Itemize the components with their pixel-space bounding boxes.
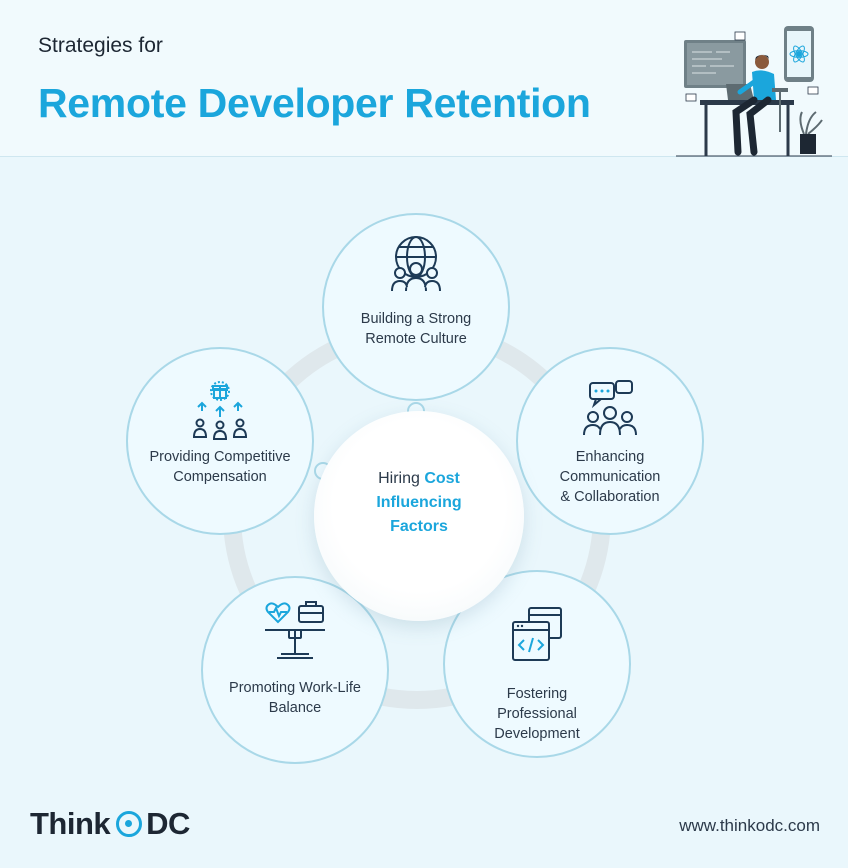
- globe-team-icon: [391, 236, 441, 292]
- node-label: Promoting Work-Life Balance: [229, 680, 361, 716]
- node-label: Fostering Professional Development: [494, 686, 580, 742]
- node-promoting-work-life-balance: Promoting Work-Life Balance: [201, 576, 389, 764]
- gift-growth-icon: [192, 381, 248, 440]
- chat-team-icon: [583, 380, 637, 436]
- logo-text-dc: DC: [146, 806, 190, 841]
- code-window-icon: [512, 607, 562, 661]
- logo-text-think: Think: [30, 806, 111, 841]
- node-label: Building a Strong Remote Culture: [360, 311, 472, 347]
- brand-logo: Think DC: [30, 806, 190, 842]
- node-building-strong-remote-culture: Building a Strong Remote Culture: [322, 213, 510, 401]
- website-url: www.thinkodc.com: [679, 816, 820, 835]
- center-line1-plain: Hiring: [378, 470, 425, 487]
- node-label: Providing Competitive Compensation: [149, 449, 291, 485]
- page-subtitle: Strategies for: [38, 34, 163, 57]
- header-band: Strategies for Remote Developer Retentio…: [0, 0, 848, 157]
- center-line3: Factors: [390, 518, 448, 535]
- center-line2: Influencing: [376, 494, 462, 511]
- node-enhancing-communication: Enhancing Communication & Collaboration: [516, 347, 704, 535]
- node-providing-competitive-compensation: Providing Competitive Compensation: [126, 347, 314, 535]
- balance-scale-icon: [265, 601, 325, 659]
- developer-illustration: [676, 26, 832, 157]
- page-title: Remote Developer Retention: [38, 80, 591, 126]
- logo-o-icon: [116, 811, 143, 837]
- center-hub: Hiring Cost Influencing Factors: [314, 411, 524, 621]
- node-label: Enhancing Communication & Collaboration: [559, 449, 661, 505]
- center-line1-highlight: Cost: [424, 470, 460, 487]
